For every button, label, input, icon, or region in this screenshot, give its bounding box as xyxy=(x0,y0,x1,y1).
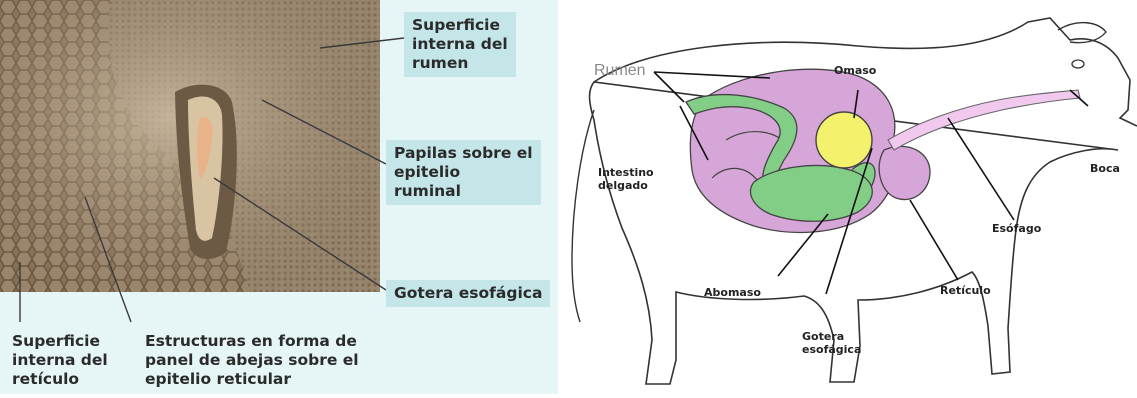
honeycomb-structures-label: Estructuras en forma de panel de abejas … xyxy=(145,332,359,389)
reticulum-surface-label: Superficie interna del retículo xyxy=(12,332,108,389)
cow-ear xyxy=(1058,23,1106,43)
esophageal-groove-label: Gotera esofágica xyxy=(386,280,550,307)
omaso-label: Omaso xyxy=(834,64,876,77)
reticulo-label: Retículo xyxy=(940,284,991,297)
omasum-organ xyxy=(816,112,872,168)
intestine-label: Intestino delgado xyxy=(598,166,654,192)
cow-tail xyxy=(572,110,594,322)
rumen-surface-label: Superficie interna del rumen xyxy=(404,12,516,77)
reticulum-organ xyxy=(879,146,930,199)
rumen-label: Rumen xyxy=(594,62,646,80)
cow-eye xyxy=(1072,60,1084,68)
photo-panel: Superficie interna del rumen Papilas sob… xyxy=(0,0,558,394)
papillae-label: Papilas sobre el epitelio ruminal xyxy=(386,140,541,205)
abomasum-organ xyxy=(751,166,873,222)
abomaso-label: Abomaso xyxy=(704,286,761,299)
gotera-label: Gotera esofágica xyxy=(802,330,861,356)
digestive-diagram: Rumen Omaso Intestino delgado Boca Esófa… xyxy=(558,0,1137,394)
esofago-label: Esófago xyxy=(992,222,1041,235)
boca-label: Boca xyxy=(1090,162,1120,175)
